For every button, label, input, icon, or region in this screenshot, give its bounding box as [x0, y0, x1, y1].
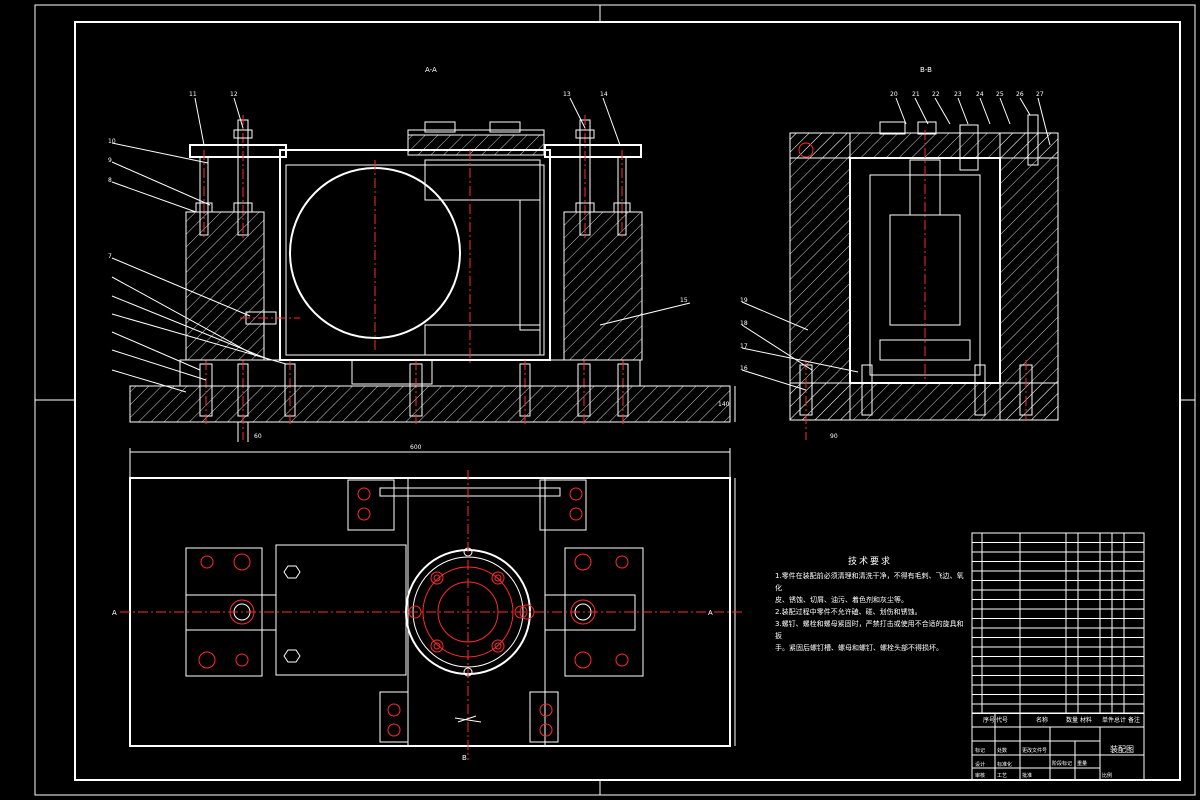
left-support-block: [185, 211, 265, 361]
svg-text:阶段标记: 阶段标记: [1052, 760, 1072, 767]
svg-text:27: 27: [1036, 91, 1044, 98]
svg-text:备注: 备注: [1128, 716, 1140, 724]
parts-list: [971, 532, 1145, 714]
svg-text:23: 23: [954, 91, 962, 98]
svg-text:单件: 单件: [1102, 716, 1114, 724]
svg-text:更改文件号: 更改文件号: [1022, 747, 1047, 754]
svg-text:20: 20: [890, 91, 898, 98]
leaders-left: [111, 97, 691, 393]
svg-text:处数: 处数: [997, 747, 1007, 754]
svg-text:12: 12: [230, 91, 238, 98]
tech-line: 2.装配过程中零件不允许磕、碰、划伤和锈蚀。: [775, 608, 922, 616]
tech-line: 皮、锈蚀、切屑、油污、着色剂和灰尘等。: [775, 596, 908, 604]
svg-text:名称: 名称: [1036, 716, 1048, 724]
svg-text:数量: 数量: [1066, 716, 1078, 724]
svg-text:11: 11: [189, 91, 197, 98]
svg-text:9: 9: [108, 157, 112, 164]
svg-text:24: 24: [976, 91, 984, 98]
side-view-left-wall: [789, 132, 851, 421]
svg-text:序号: 序号: [983, 716, 995, 724]
svg-text:60: 60: [254, 433, 262, 440]
svg-text:标准化: 标准化: [997, 761, 1012, 768]
svg-text:90: 90: [830, 433, 838, 440]
svg-text:总计: 总计: [1114, 716, 1126, 724]
svg-text:审核: 审核: [975, 772, 985, 779]
technical-requirements: 技术要求 1.零件在装配前必须清理和清洗干净，不得有毛刺、飞边、氧化 皮、锈蚀、…: [775, 556, 965, 654]
svg-text:16: 16: [740, 365, 748, 372]
svg-text:批准: 批准: [1022, 772, 1032, 779]
svg-text:17: 17: [740, 343, 748, 350]
svg-text:重量: 重量: [1077, 760, 1087, 767]
svg-text:10: 10: [108, 138, 116, 145]
svg-text:标记: 标记: [975, 747, 985, 754]
svg-text:13: 13: [563, 91, 571, 98]
section-label-bb: B-B: [920, 66, 932, 74]
svg-text:A: A: [112, 609, 117, 617]
svg-text:7: 7: [108, 253, 112, 260]
right-support-block: [563, 211, 643, 361]
tech-line: 手。紧固后螺钉槽、螺母和螺钉、螺栓头部不得损坏。: [775, 644, 943, 652]
side-view-bolts: [799, 360, 1033, 440]
tech-line: 3.螺钉、螺栓和螺母紧固时，严禁打击或使用不合适的旋具和扳: [775, 620, 964, 640]
svg-text:19: 19: [740, 297, 748, 304]
svg-text:设计: 设计: [975, 761, 985, 768]
tech-title: 技术要求: [847, 557, 892, 567]
tech-line: 1.零件在装配前必须清理和清洗干净，不得有毛刺、飞边、氧化: [775, 572, 964, 592]
base-bolts: [199, 360, 629, 440]
svg-text:26: 26: [1016, 91, 1024, 98]
drawing-title: 装配图: [1110, 744, 1134, 754]
svg-text:21: 21: [912, 91, 920, 98]
svg-text:600: 600: [410, 444, 422, 451]
side-view-right-wall: [999, 132, 1059, 421]
section-label-aa: A-A: [425, 66, 437, 74]
svg-text:代号: 代号: [996, 716, 1008, 724]
svg-text:材料: 材料: [1080, 716, 1092, 724]
svg-text:14: 14: [600, 91, 608, 98]
svg-text:工艺: 工艺: [997, 773, 1007, 779]
base-plate: [129, 385, 731, 423]
title-block: [971, 712, 1145, 781]
svg-text:140: 140: [718, 401, 730, 408]
svg-text:8: 8: [108, 177, 112, 184]
inner-border: [74, 21, 1181, 781]
leaders-right: [741, 97, 1051, 391]
svg-text:25: 25: [996, 91, 1004, 98]
svg-text:比例: 比例: [1102, 772, 1112, 779]
svg-text:B: B: [462, 754, 467, 762]
svg-text:18: 18: [740, 320, 748, 327]
svg-text:22: 22: [932, 91, 940, 98]
svg-text:A: A: [708, 609, 713, 617]
svg-text:15: 15: [680, 297, 688, 304]
